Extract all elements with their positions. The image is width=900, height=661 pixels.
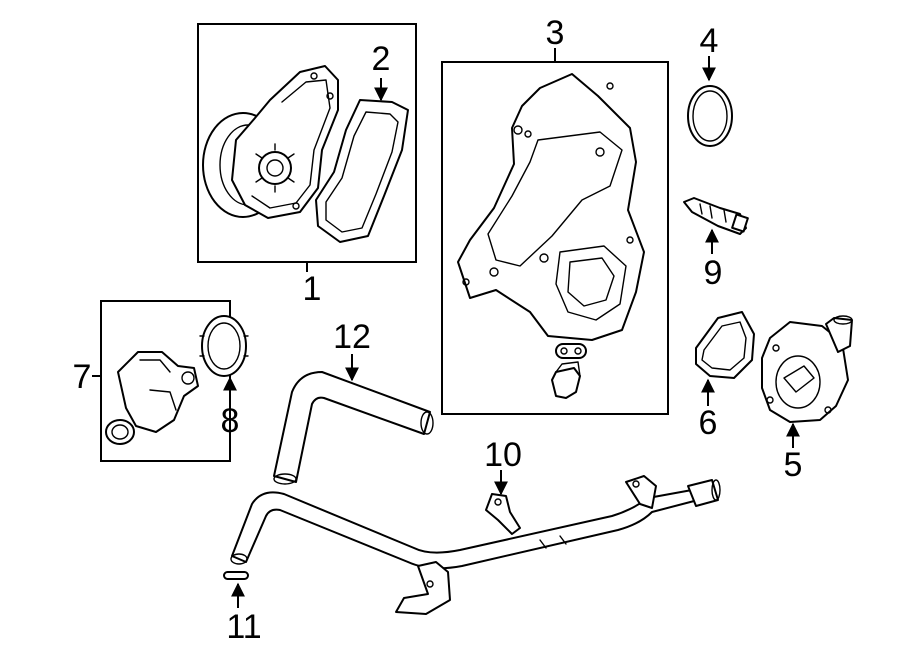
callout-8: 8	[221, 402, 240, 440]
outlet-gasket-part[interactable]	[555, 343, 587, 359]
water-pump-gasket-part[interactable]	[315, 99, 409, 243]
callout-5: 5	[784, 446, 803, 484]
coolant-outlet-housing-part[interactable]	[457, 73, 645, 341]
callout-2: 2	[372, 40, 391, 78]
coolant-hose-part[interactable]	[273, 371, 434, 485]
thermostat-seal-part[interactable]	[199, 315, 249, 377]
callout-1: 1	[303, 270, 322, 308]
callout-3: 3	[546, 14, 565, 52]
callout-12: 12	[333, 318, 371, 356]
temperature-sensor-part[interactable]	[683, 197, 749, 235]
water-pump-part[interactable]	[202, 65, 339, 219]
thermostat-part[interactable]	[105, 351, 199, 445]
callout-6: 6	[699, 404, 718, 442]
retaining-pin-part[interactable]	[223, 571, 249, 580]
callout-11: 11	[226, 608, 261, 646]
outlet-pipe-fitting-part[interactable]	[551, 361, 581, 399]
callout-9: 9	[704, 254, 723, 292]
o-ring-part[interactable]	[687, 85, 733, 147]
thermostat-gasket-part[interactable]	[695, 311, 755, 379]
thermostat-housing-part[interactable]	[761, 315, 853, 423]
callout-10: 10	[484, 436, 522, 474]
callout-4: 4	[700, 22, 719, 60]
coolant-pipe-part[interactable]	[230, 475, 721, 615]
callout-7: 7	[73, 358, 92, 396]
